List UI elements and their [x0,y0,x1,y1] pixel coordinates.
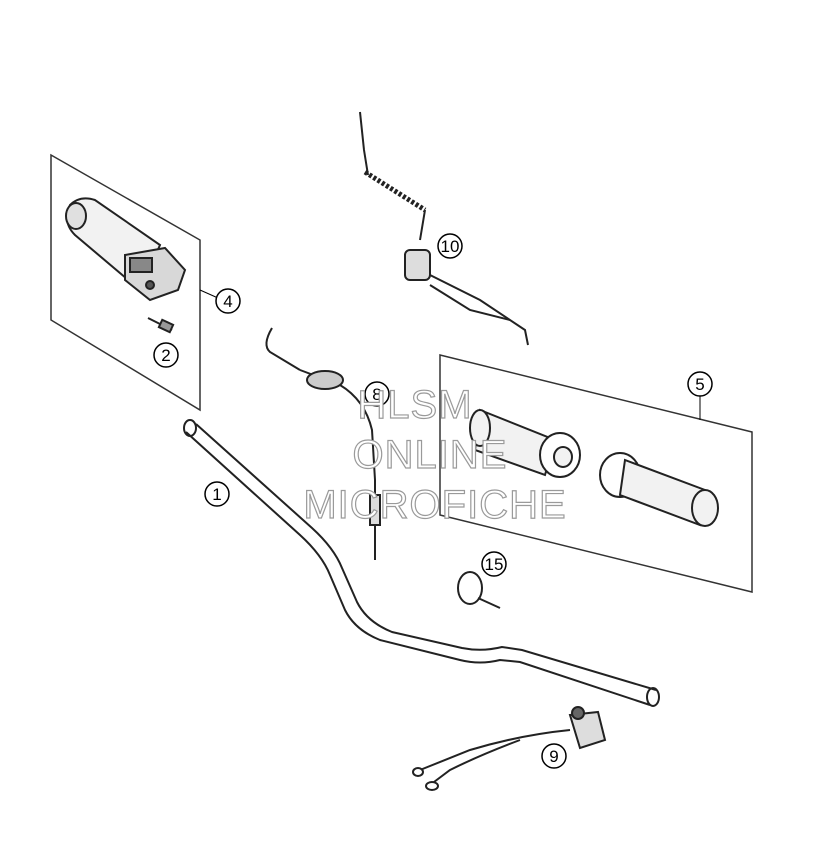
callout-4-label: 4 [223,292,232,311]
left-grip [469,408,581,478]
callout-2: 2 [153,342,179,368]
callout-9-label: 9 [549,747,558,766]
callout-4: 4 [199,288,241,314]
watermark-line-2: ONLINE [353,433,508,477]
throttle-grip-kit-frame [50,153,201,412]
callout-9: 9 [541,743,567,769]
throttle-cable [265,327,381,560]
callout-15-label: 15 [485,555,504,574]
callout-10-label: 10 [441,237,460,256]
switch-wiring [412,706,607,791]
cable-tie [457,571,501,609]
grip-set-frame [439,354,753,593]
callout-1-label: 1 [212,485,221,504]
callout-15: 15 [481,551,507,577]
callout-1: 1 [204,481,230,507]
callout-8-label: 8 [372,385,381,404]
right-grip [599,452,719,527]
callout-5: 5 [687,371,713,420]
callout-2-label: 2 [161,346,170,365]
stop-switch-lanyard [359,111,529,346]
watermark: HLSM ONLINE MICROFICHE [303,382,567,527]
callout-5-label: 5 [695,375,704,394]
callout-8: 8 [364,381,390,407]
watermark-line-3: MICROFICHE [303,483,566,527]
throttle-grip [65,197,187,302]
screw [147,317,175,334]
handlebar [183,419,660,707]
watermark-line-1: HLSM [357,383,472,427]
callout-10: 10 [437,233,463,259]
